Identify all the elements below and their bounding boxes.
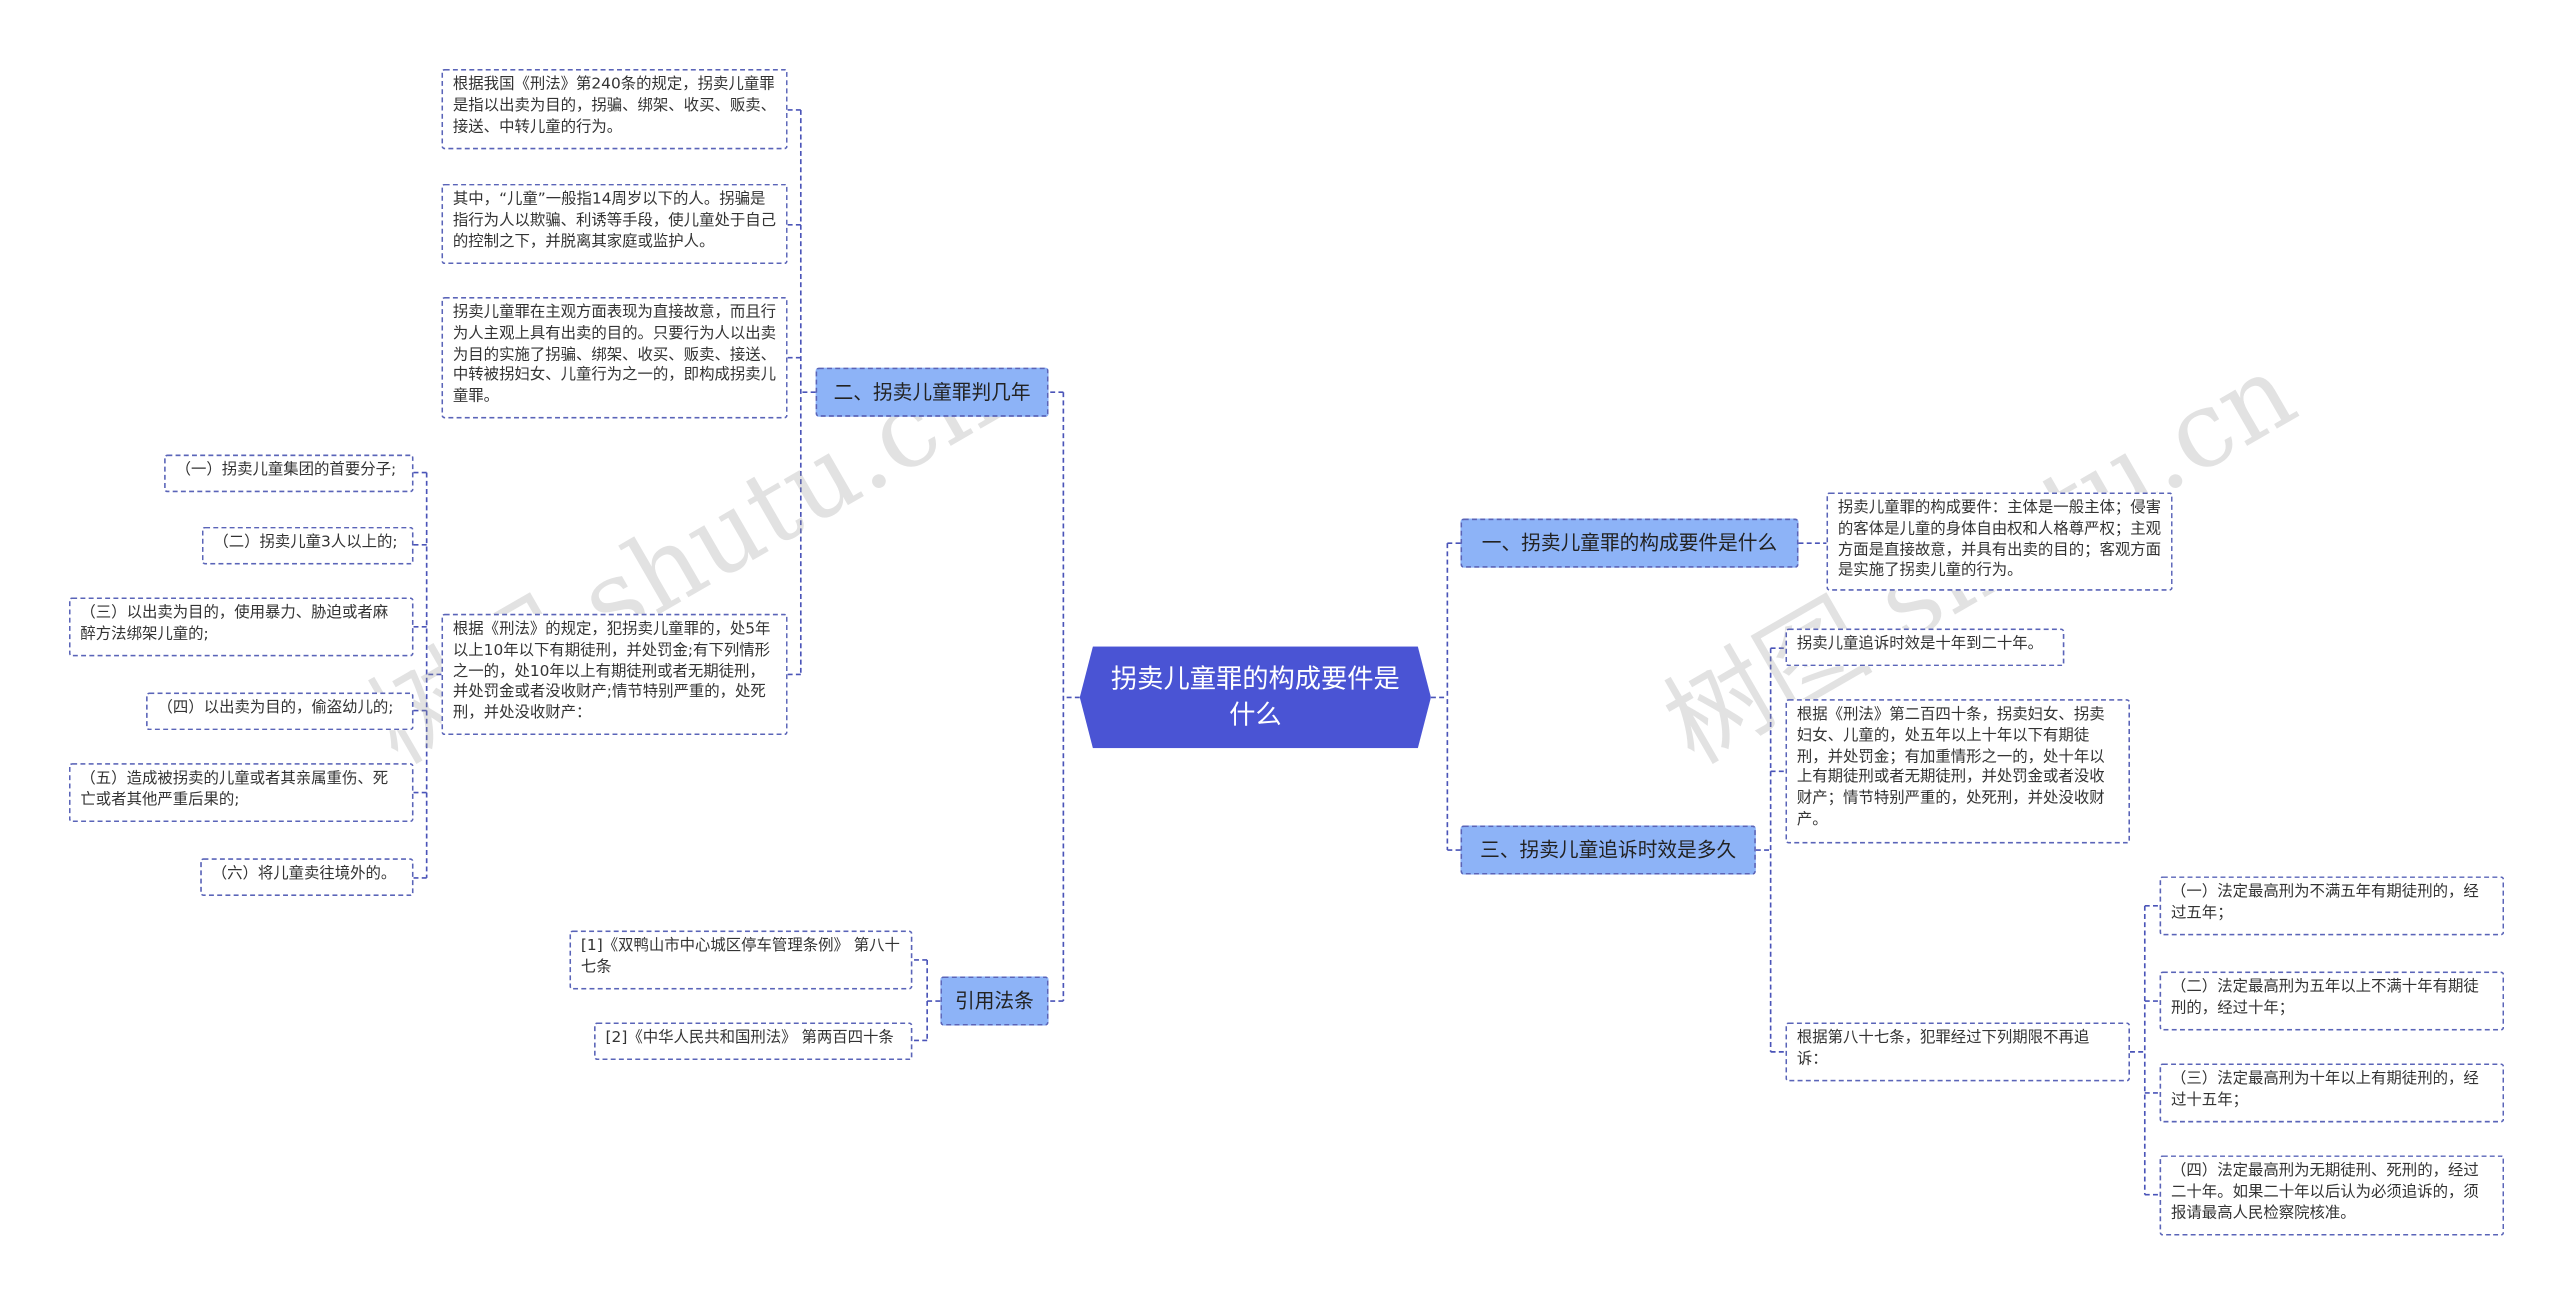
leaf-limitation-summary[interactable]: 拐卖儿童追诉时效是十年到二十年。 [1785,628,2065,667]
leaf-citation-1[interactable]: [1]《双鸭山市中心城区停车管理条例》 第八十七条 [569,930,913,990]
leaf-circumstance-2[interactable]: （二）拐卖儿童3人以上的; [201,526,414,565]
central-topic[interactable]: 拐卖儿童罪的构成要件是什么 [1080,647,1431,749]
leaf-article-240[interactable]: 根据《刑法》第二百四十条，拐卖妇女、拐卖妇女、儿童的，处五年以上十年以下有期徒刑… [1785,699,2131,844]
leaf-limit-10[interactable]: （二）法定最高刑为五年以上不满十年有期徒刑的，经过十年； [2159,971,2505,1031]
branch-citations[interactable]: 引用法条 [940,976,1049,1026]
leaf-limit-5[interactable]: （一）法定最高刑为不满五年有期徒刑的，经过五年； [2159,876,2505,936]
leaf-circumstance-5[interactable]: （五）造成被拐卖的儿童或者其亲属重伤、死亡或者其他严重后果的; [68,763,414,823]
leaf-intent[interactable]: 拐卖儿童罪在主观方面表现为直接故意，而且行为人主观上具有出卖的目的。只要行为人以… [441,297,788,419]
branch-sentencing[interactable]: 二、拐卖儿童罪判几年 [815,367,1049,417]
leaf-child-definition[interactable]: 其中，“儿童”一般指14周岁以下的人。拐骗是指行为人以欺骗、利诱等手段，使儿童处… [441,183,788,265]
leaf-definition[interactable]: 根据我国《刑法》第240条的规定，拐卖儿童罪是指以出卖为目的，拐骗、绑架、收买、… [441,68,788,150]
leaf-citation-2[interactable]: [2]《中华人民共和国刑法》 第两百四十条 [594,1022,913,1061]
leaf-limit-20[interactable]: （四）法定最高刑为无期徒刑、死刑的，经过二十年。如果二十年以后认为必须追诉的，须… [2159,1155,2505,1236]
leaf-circumstance-1[interactable]: （一）拐卖儿童集团的首要分子; [164,454,414,493]
branch-constitution[interactable]: 一、拐卖儿童罪的构成要件是什么 [1460,518,1799,568]
leaf-article-87[interactable]: 根据第八十七条，犯罪经过下列期限不再追诉： [1785,1022,2131,1082]
leaf-circumstance-3[interactable]: （三）以出卖为目的，使用暴力、胁迫或者麻醉方法绑架儿童的; [68,597,414,657]
leaf-limit-15[interactable]: （三）法定最高刑为十年以上有期徒刑的，经过十五年； [2159,1063,2505,1123]
leaf-circumstance-6[interactable]: （六）将儿童卖往境外的。 [200,858,414,896]
leaf-penalty[interactable]: 根据《刑法》的规定，犯拐卖儿童罪的，处5年以上10年以下有期徒刑，并处罚金;有下… [441,613,788,736]
leaf-circumstance-4[interactable]: （四）以出卖为目的，偷盗幼儿的; [146,692,414,731]
branch-limitation[interactable]: 三、拐卖儿童追诉时效是多久 [1460,825,1756,875]
leaf-constitution-elements[interactable]: 拐卖儿童罪的构成要件：主体是一般主体；侵害的客体是儿童的身体自由权和人格尊严权；… [1826,492,2173,591]
